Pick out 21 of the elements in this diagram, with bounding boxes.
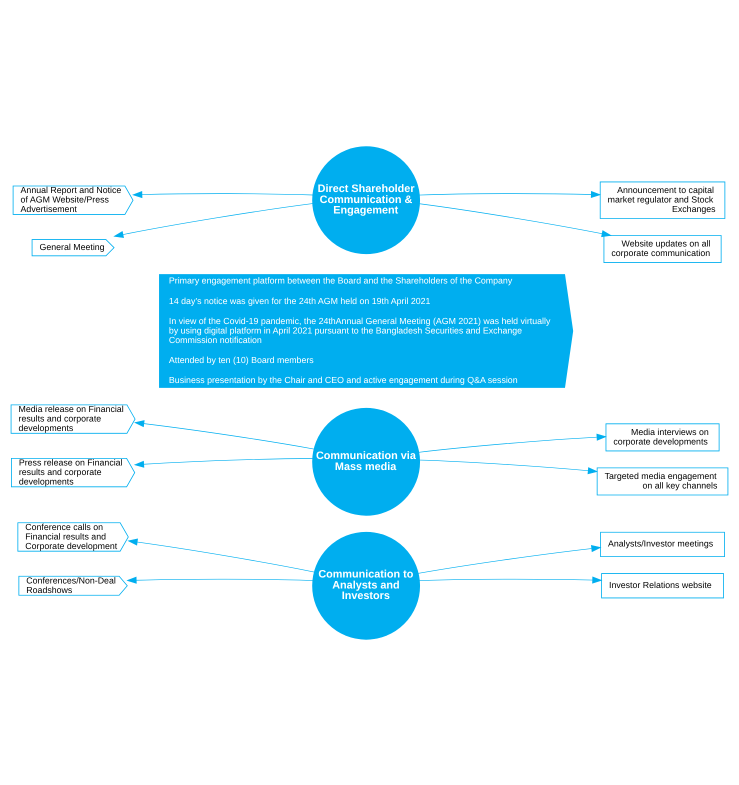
arrow	[419, 190, 602, 198]
arrow	[419, 202, 612, 237]
node-circle: Direct Shareholder Communication & Engagement	[312, 146, 420, 254]
arrow	[113, 202, 313, 238]
arrow	[132, 190, 314, 198]
arrow	[419, 576, 602, 584]
arrow	[419, 459, 598, 474]
arrow	[134, 458, 314, 468]
node-box: Website updates on all corporate communication	[604, 234, 722, 262]
arrow	[418, 544, 602, 574]
node-box: Announcement to capital market regulator and Stock Exchanges	[600, 181, 726, 218]
node-box: Media interviews on corporate developments	[606, 422, 720, 451]
node-box: Targeted media engagement on all key channels	[596, 466, 728, 495]
node-circle: Communication to Analysts and Investors	[312, 531, 420, 640]
arrow	[127, 538, 315, 572]
node-box: Investor Relations website	[601, 572, 724, 598]
arrow	[126, 576, 314, 584]
node-box: Analysts/Investor meetings	[600, 531, 725, 557]
arrow	[418, 433, 607, 452]
arrow	[134, 420, 314, 449]
node-circle: Communication via Mass media	[312, 407, 420, 516]
